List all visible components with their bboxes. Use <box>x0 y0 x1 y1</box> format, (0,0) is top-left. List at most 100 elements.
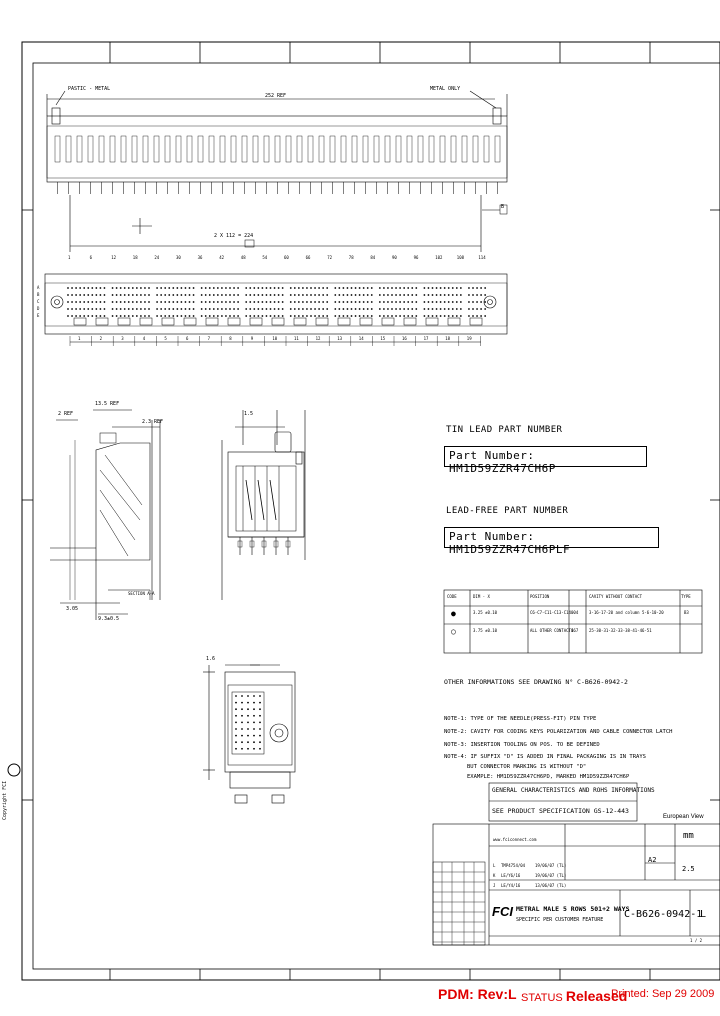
plan-view <box>44 273 508 346</box>
bottom-number: 3 <box>121 336 124 341</box>
top-number: 66 <box>305 255 311 260</box>
callout-metal-only: METAL ONLY <box>430 86 461 92</box>
tin-lead-title: TIN LEAD PART NUMBER <box>446 425 563 435</box>
section-view-label: SECTION A-A <box>128 591 155 596</box>
bottom-number: 12 <box>315 336 321 341</box>
lead-free-part-number: Part Number: HM1D59ZZR47CH6PLF <box>444 527 659 556</box>
bottom-number: 2 <box>99 336 103 341</box>
bottom-number: 8 <box>229 336 232 341</box>
status-value: Released <box>565 988 628 1004</box>
row-cavity: 3-16-17-20 and column 5-6-10-20 <box>589 610 664 615</box>
drawing-number: C-B626-0942-1 <box>624 909 703 920</box>
revision-rev: J <box>493 883 496 888</box>
header-code: CODE <box>447 594 457 599</box>
revision-letter: L <box>700 909 707 920</box>
callout-pitch-total: 2 X 112 = 224 <box>214 233 254 239</box>
header-position: POSITION <box>530 594 550 599</box>
fci-logo-left <box>7 763 21 777</box>
general-box <box>488 782 638 822</box>
top-number: 18 <box>132 255 138 260</box>
note-item: EXAMPLE: HM1D59ZZR47CH6PD, MARKED HM1D59… <box>467 774 630 780</box>
revision-rev: L <box>493 863 496 868</box>
fci-logo: FCI <box>492 904 513 919</box>
lead-free-title: LEAD-FREE PART NUMBER <box>446 506 569 516</box>
title-block <box>432 823 720 946</box>
row-count: 467 <box>571 628 579 633</box>
row-position: C6-C7-C11-C13-C14 <box>530 610 571 615</box>
header-cavity: CAVITY WITHOUT CONTACT <box>589 594 642 599</box>
bottom-number: 5 <box>164 336 167 341</box>
top-number: 114 <box>478 255 486 260</box>
row-dim: 3.75 ±0.10 <box>473 628 498 633</box>
revision-text: TMP4754/04 <box>501 863 526 868</box>
row-type: B3 <box>684 610 689 615</box>
dim-b: 13.5 REF <box>95 401 120 407</box>
dim-a: 2 REF <box>58 411 74 417</box>
row-letter: C <box>37 299 40 304</box>
bottom-number: 7 <box>207 336 211 341</box>
printed-date: Printed: Sep 29 2009 <box>611 988 715 1000</box>
note-item: NOTE-1: TYPE OF THE NEEDLE(PRESS-FIT) PI… <box>444 716 597 722</box>
bottom-number: 18 <box>445 336 451 341</box>
note-item: NOTE-4: IF SUFFIX "D" IS ADDED IN FINAL … <box>444 754 646 760</box>
top-number: 78 <box>348 255 354 260</box>
bottom-number: 16 <box>402 336 407 341</box>
top-number: 24 <box>154 255 160 260</box>
top-number: 90 <box>392 255 397 260</box>
top-number: 36 <box>197 255 203 260</box>
note-item: BUT CONNECTOR MARKING IS WITHOUT "D" <box>467 764 587 770</box>
bottom-number: 13 <box>337 336 343 341</box>
row-letter: E <box>37 313 40 318</box>
bottom-number: 15 <box>380 336 386 341</box>
bottom-number: 4 <box>142 336 146 341</box>
callout-ref-length: 252 REF <box>265 93 287 99</box>
copyright: Copyright FCI <box>2 780 8 820</box>
general-line-2: SEE PRODUCT SPECIFICATION GS-12-443 <box>492 807 629 815</box>
row-cavity: 25-30-31-32-33-38-41-46-51 <box>589 628 652 633</box>
title-line-1: METRAL MALE 5 ROWS 501+2 WAYS <box>516 905 630 913</box>
end-view <box>221 410 306 600</box>
top-number: 108 <box>456 255 465 260</box>
bottom-number: 14 <box>358 336 364 341</box>
revision-text: LE/Y4/16 <box>501 883 521 888</box>
dim-f: 1.5 <box>244 411 254 417</box>
side-view <box>46 90 508 252</box>
row-position: ALL OTHER CONTACTS <box>530 628 574 633</box>
row-letter: B <box>37 292 40 297</box>
revision-rev: K <box>493 873 496 878</box>
top-number: 42 <box>219 255 225 260</box>
website: www.fciconnect.com <box>493 837 537 842</box>
top-number: 84 <box>370 255 376 260</box>
row-code: ● <box>451 609 456 618</box>
dim-d: 3.05 <box>66 606 79 612</box>
status-label: STATUS <box>521 992 563 1004</box>
top-number: 54 <box>262 255 268 260</box>
sheet-number: 1 / 2 <box>690 938 703 943</box>
header-type: TYPE <box>681 594 691 599</box>
dim-e: 9.3±0.5 <box>98 616 120 622</box>
section-view <box>50 409 161 620</box>
top-number: 12 <box>111 255 117 260</box>
tin-lead-part-number: Part Number: HM1D59ZZR47CH6P <box>444 446 647 475</box>
unit-label: mm <box>683 831 694 841</box>
top-number: 1 <box>68 255 71 260</box>
scale-label: 2.5 <box>682 865 695 873</box>
other-info: OTHER INFORMATIONS SEE DRAWING N° C-B626… <box>444 678 628 686</box>
size-label: A2 <box>648 856 657 864</box>
general-line-1: GENERAL CHARACTERISTICS AND ROHS INFORMA… <box>492 787 655 794</box>
row-dim: 3.25 ±0.10 <box>473 610 498 615</box>
bottom-number: 10 <box>272 336 278 341</box>
top-number: 60 <box>284 255 289 260</box>
row-code: ○ <box>451 627 456 636</box>
top-number: 6 <box>89 255 93 260</box>
top-number: 30 <box>176 255 181 260</box>
revision-text: LE/Y6/16 <box>501 873 521 878</box>
top-number: 48 <box>240 255 246 260</box>
view-label: European View <box>663 814 704 820</box>
dim-c: 2.3 REF <box>142 419 164 425</box>
callout-plastic-metal: PASTIC - METAL <box>68 86 111 92</box>
detail-view <box>203 664 296 804</box>
row-letter: A <box>37 285 40 290</box>
